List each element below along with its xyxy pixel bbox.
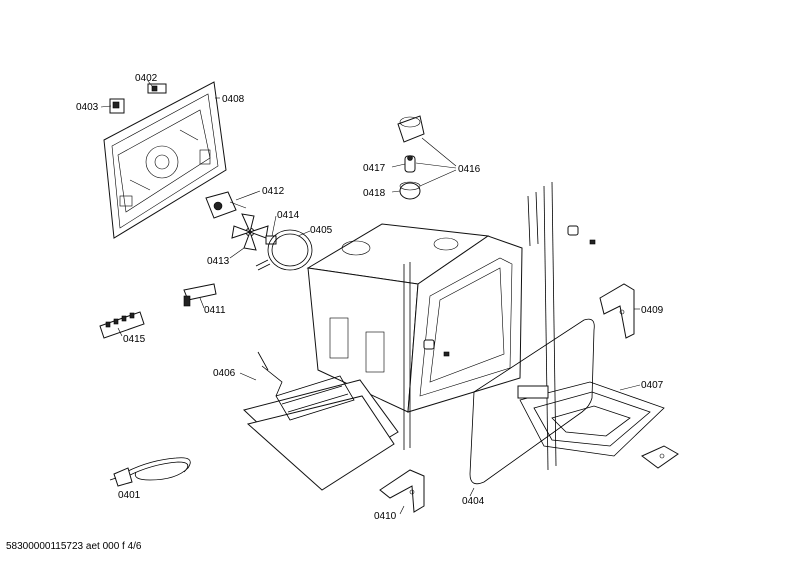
label-0401: 0401 bbox=[118, 490, 141, 501]
label-0416: 0416 bbox=[458, 164, 481, 175]
power-cable-drawing bbox=[109, 457, 191, 487]
bottom-heater-drawing bbox=[242, 351, 399, 491]
label-0411: 0411 bbox=[204, 305, 226, 316]
fan-blade-drawing bbox=[231, 213, 269, 251]
label-0408: 0408 bbox=[222, 94, 245, 105]
switch-0402-drawing bbox=[147, 83, 167, 94]
circular-heater-drawing bbox=[255, 229, 313, 271]
label-0409: 0409 bbox=[641, 305, 664, 316]
bracket-right-drawing bbox=[599, 283, 635, 339]
label-0418: 0418 bbox=[363, 188, 386, 199]
door-seal-drawing bbox=[469, 318, 595, 485]
bottom-bracket-drawing bbox=[379, 469, 425, 513]
part-labels: 0402 0403 0408 0412 0414 0405 0413 0411 … bbox=[76, 73, 664, 522]
label-0407: 0407 bbox=[641, 380, 664, 391]
leader-lines bbox=[100, 80, 641, 515]
rear-panel-drawing bbox=[103, 81, 227, 239]
document-footer: 58300000115723 aet 000 f 4/6 bbox=[6, 541, 142, 552]
label-0405: 0405 bbox=[310, 225, 333, 236]
sensor-drawing bbox=[183, 283, 217, 307]
label-0402: 0402 bbox=[135, 73, 158, 84]
label-0410: 0410 bbox=[374, 511, 397, 522]
oven-cavity-drawing bbox=[306, 181, 557, 471]
lamp-bulb-drawing bbox=[404, 155, 416, 173]
fan-motor-drawing bbox=[205, 191, 247, 219]
lamp-holder-drawing bbox=[399, 181, 421, 200]
label-0406: 0406 bbox=[213, 368, 236, 379]
screws-drawing bbox=[423, 225, 596, 357]
label-0403: 0403 bbox=[76, 102, 99, 113]
label-0413: 0413 bbox=[207, 256, 230, 267]
label-0412: 0412 bbox=[262, 186, 285, 197]
small-bracket-drawing bbox=[641, 445, 679, 469]
label-0404: 0404 bbox=[462, 496, 485, 507]
lamp-cover-drawing bbox=[397, 115, 425, 143]
label-0417: 0417 bbox=[363, 163, 386, 174]
label-0414: 0414 bbox=[277, 210, 300, 221]
label-0415: 0415 bbox=[123, 334, 146, 345]
grill-heater-drawing bbox=[517, 381, 665, 457]
switch-0403-drawing bbox=[109, 98, 125, 114]
terminal-block-drawing bbox=[99, 311, 145, 339]
